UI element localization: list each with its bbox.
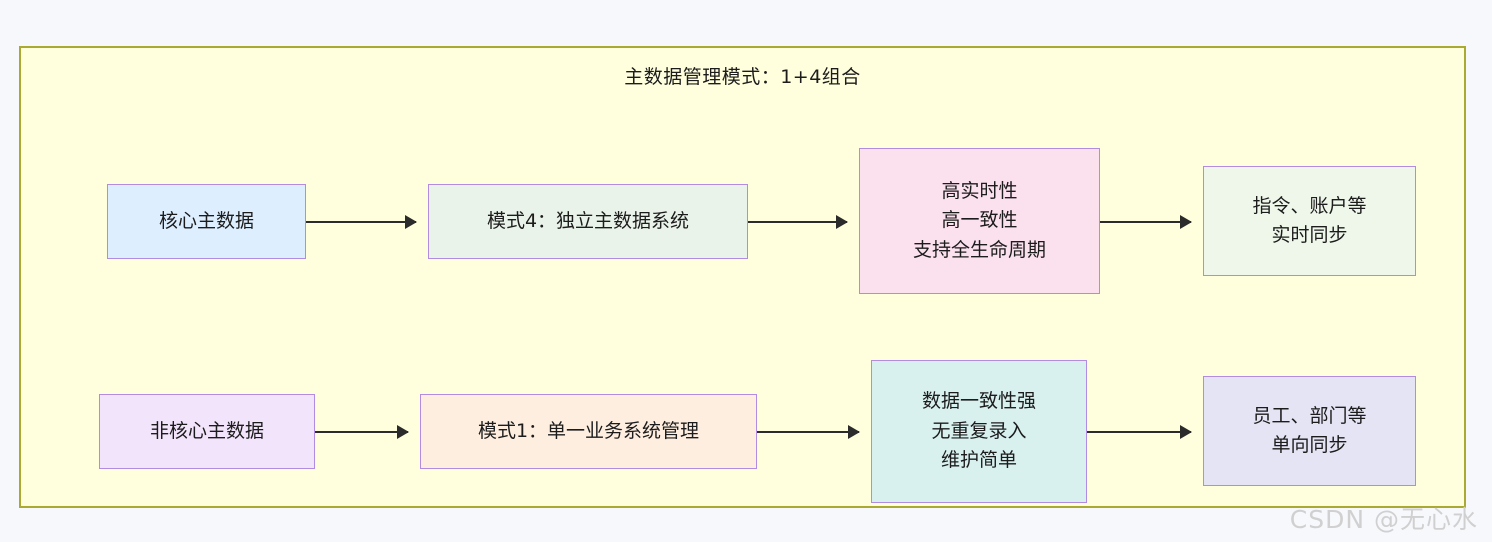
node-core-master-data[interactable]: 核心主数据: [107, 184, 306, 259]
node-mode1-examples[interactable]: 员工、部门等 单向同步: [1203, 376, 1416, 486]
node-mode1-benefits-line-3: 维护简单: [940, 449, 1017, 472]
diagram-frame: 主数据管理模式：1+4组合 核心主数据 模式4：独立主数据系统 高实时性 高一致…: [19, 46, 1466, 508]
arrow-mode4-to-benefits: [748, 221, 847, 223]
node-mode1-system-line-1: 模式1：单一业务系统管理: [477, 419, 700, 442]
node-mode4-examples[interactable]: 指令、账户等 实时同步: [1203, 166, 1416, 276]
arrow-core-to-mode4: [306, 221, 416, 223]
arrow-mode4-benefits-to-examples: [1100, 221, 1191, 223]
arrow-mode1-benefits-to-examples: [1087, 431, 1191, 433]
node-mode4-system[interactable]: 模式4：独立主数据系统: [428, 184, 748, 259]
arrow-non-core-to-mode1: [315, 431, 408, 433]
node-mode4-benefits-line-3: 支持全生命周期: [912, 238, 1046, 261]
node-mode4-benefits[interactable]: 高实时性 高一致性 支持全生命周期: [859, 148, 1100, 294]
diagram-title: 主数据管理模式：1+4组合: [624, 66, 861, 88]
node-mode1-benefits-line-2: 无重复录入: [931, 419, 1027, 442]
watermark: CSDN @无心水: [1289, 505, 1478, 534]
node-mode4-examples-line-1: 指令、账户等: [1252, 194, 1367, 217]
node-mode4-system-line-1: 模式4：独立主数据系统: [486, 209, 690, 232]
node-non-core-master-data[interactable]: 非核心主数据: [99, 394, 315, 469]
node-mode1-examples-line-2: 单向同步: [1271, 434, 1348, 456]
node-core-master-data-line-1: 核心主数据: [158, 209, 254, 232]
node-mode4-benefits-line-1: 高实时性: [941, 179, 1018, 202]
arrow-mode1-to-benefits: [757, 431, 859, 433]
node-mode1-benefits-line-1: 数据一致性强: [921, 390, 1036, 413]
node-mode4-examples-line-2: 实时同步: [1271, 224, 1348, 246]
node-mode1-benefits[interactable]: 数据一致性强 无重复录入 维护简单: [871, 360, 1087, 503]
node-non-core-master-data-line-1: 非核心主数据: [149, 419, 264, 442]
node-mode1-system[interactable]: 模式1：单一业务系统管理: [420, 394, 757, 469]
node-mode4-benefits-line-2: 高一致性: [941, 209, 1018, 232]
node-mode1-examples-line-1: 员工、部门等: [1252, 404, 1367, 427]
